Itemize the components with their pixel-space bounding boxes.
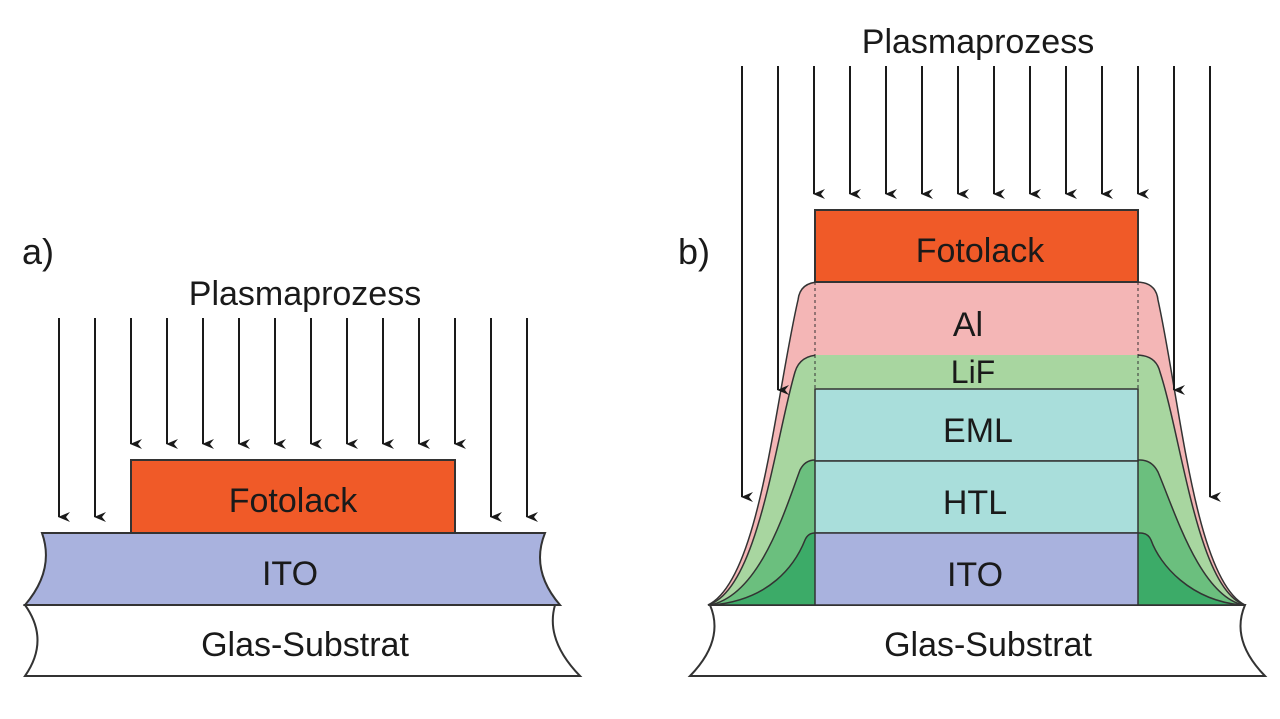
panel-a-ito-layer [22,532,563,606]
panel-b-lif-label: LiF [951,354,995,390]
panel-b-label: b) [678,231,710,272]
panel-b-ito-label: ITO [947,556,1003,594]
panel-b-fotolack-layer [814,209,1139,283]
panel-b-al-layer [815,282,1138,355]
panel-a-fotolack-label: Fotolack [229,482,358,520]
panel-b-glass-substrate [687,604,1268,677]
panel-b-al-label: Al [953,306,983,344]
panel-a-label: a) [22,231,54,272]
panel-a-substrate-label: Glas-Substrat [201,626,409,664]
panel-b-lif-layer [815,355,1138,389]
panel-b-ito-layer [814,532,1139,606]
panel-a-fotolack-layer [130,459,456,534]
panel-b-htl-label: HTL [943,484,1007,522]
panel-b-plasma-arrows [741,66,1221,502]
panel-b-process-label: Plasmaprozess [862,23,1094,61]
panel-a-glass-substrate [23,604,583,677]
panel-a-ito-label: ITO [262,555,318,593]
panel-b-fotolack-label: Fotolack [916,232,1045,270]
panel-a: a) Plasmaprozess Glas-Substrat ITO Fotol… [22,231,583,677]
panel-b-eml-layer [814,388,1139,462]
panel-b-htl-layer [814,460,1139,534]
panel-b-substrate-label: Glas-Substrat [884,626,1092,664]
panel-a-plasma-arrows [58,318,538,522]
panel-b: b) Plasmaprozess Glas-Substrat Al LiF EM… [678,23,1268,677]
panel-a-process-label: Plasmaprozess [189,275,421,313]
panel-b-eml-label: EML [943,412,1013,450]
